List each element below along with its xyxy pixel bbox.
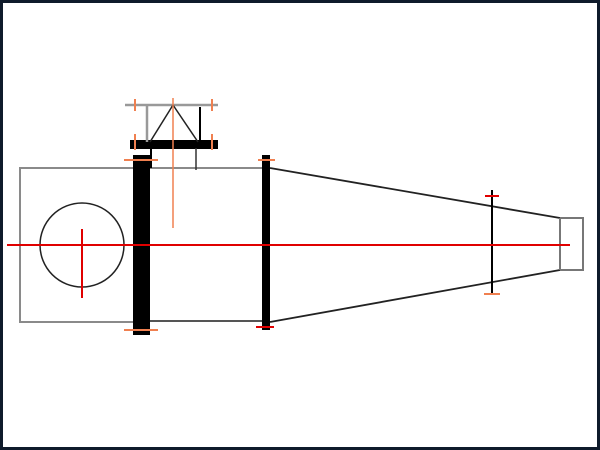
middle-flange bbox=[262, 155, 270, 330]
red-markers bbox=[256, 195, 499, 328]
cylinder-body bbox=[150, 167, 265, 322]
markers bbox=[124, 99, 500, 331]
cone-body bbox=[269, 167, 561, 323]
top-support bbox=[125, 103, 218, 170]
